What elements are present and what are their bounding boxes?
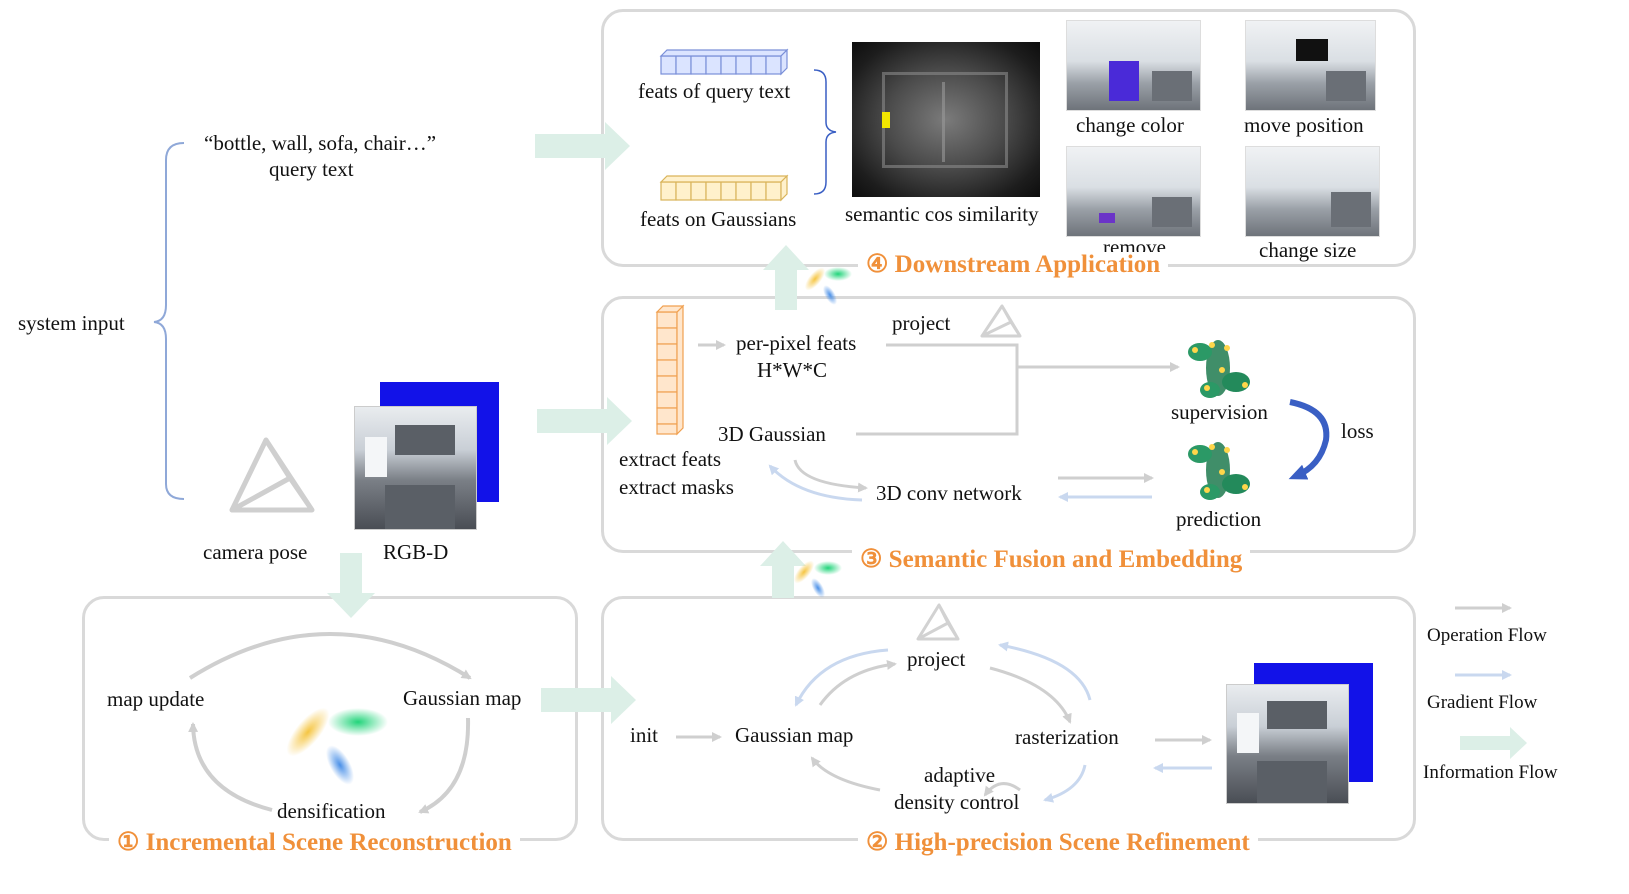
edit-change-color-image [1066, 20, 1201, 111]
densification-label: densification [277, 799, 386, 823]
highlighted-object [882, 112, 890, 128]
feats-gaussians-label: feats on Gaussians [640, 207, 797, 231]
camera-icon-semantic [980, 304, 1022, 338]
loss-arrow [1288, 399, 1330, 480]
per-pixel-feature-column [655, 304, 685, 436]
rendered-color-image [1226, 684, 1349, 804]
camera-icon-refine [916, 603, 960, 641]
edit-remove-image [1066, 146, 1201, 237]
query-text-example: “bottle, wall, sofa, chair…” [204, 131, 437, 155]
gaussian-blobs-panel1 [286, 707, 388, 785]
legend-gradient-flow: Gradient Flow [1427, 692, 1538, 713]
supervision-gaussians [1188, 340, 1250, 398]
camera-pose-icon [229, 437, 315, 513]
edit-move-position-image [1245, 20, 1376, 111]
change-color-label: change color [1076, 113, 1184, 137]
init-label: init [630, 723, 659, 747]
legend-information-arrow [1460, 727, 1527, 759]
move-position-label: move position [1244, 113, 1364, 137]
camera-pose-label: camera pose [203, 540, 308, 564]
project-label-semantic: project [892, 311, 951, 335]
legend-information-flow: Information Flow [1423, 762, 1558, 783]
per-pixel-feats-label: per-pixel feats [736, 331, 857, 355]
legend-operation-flow: Operation Flow [1427, 625, 1547, 646]
change-size-label: change size [1259, 238, 1357, 262]
semantic-cos-label: semantic cos similarity [845, 202, 1039, 226]
gaussian-map-label-panel1: Gaussian map [403, 686, 522, 710]
semantic-fusion-title: ③ Semantic Fusion and Embedding [852, 547, 1251, 572]
map-update-label: map update [107, 687, 205, 711]
gaussian-blobs-top [804, 267, 852, 305]
semantic-similarity-map [852, 42, 1040, 197]
extract-masks-label: extract masks [619, 475, 734, 499]
gaussian-map-label-panel2: Gaussian map [735, 723, 854, 747]
information-flow-arrows [327, 122, 809, 724]
prediction-gaussians [1188, 442, 1250, 500]
downstream-application-title: ④ Downstream Application [858, 252, 1169, 277]
system-input-brace [153, 142, 185, 500]
gaussian-blobs-middle [793, 560, 842, 598]
query-text-label: query text [269, 157, 354, 181]
incremental-reconstruction-title: ① Incremental Scene Reconstruction [109, 830, 520, 855]
edit-change-size-image [1245, 146, 1380, 237]
rasterization-label: rasterization [1015, 725, 1119, 749]
feature-brace [813, 69, 837, 195]
conv-network-label: 3D conv network [876, 481, 1022, 505]
project-label-refine: project [907, 647, 966, 671]
system-input-label: system input [18, 311, 125, 335]
loss-label: loss [1341, 419, 1374, 443]
gaussian-3d-label: 3D Gaussian [718, 422, 826, 446]
query-text-feature-cells [659, 48, 789, 76]
gaussian-feature-cells [659, 174, 789, 202]
feats-query-label: feats of query text [638, 79, 791, 103]
density-control-label: density control [894, 790, 1020, 814]
prediction-label: prediction [1176, 507, 1262, 531]
high-precision-refinement-title: ② High-precision Scene Refinement [858, 830, 1258, 855]
rgbd-color-image [354, 406, 477, 530]
per-pixel-dims-label: H*W*C [757, 358, 827, 382]
rgbd-label: RGB-D [383, 540, 449, 564]
adaptive-label: adaptive [924, 763, 996, 787]
extract-feats-label: extract feats [619, 447, 722, 471]
supervision-label: supervision [1171, 400, 1268, 424]
